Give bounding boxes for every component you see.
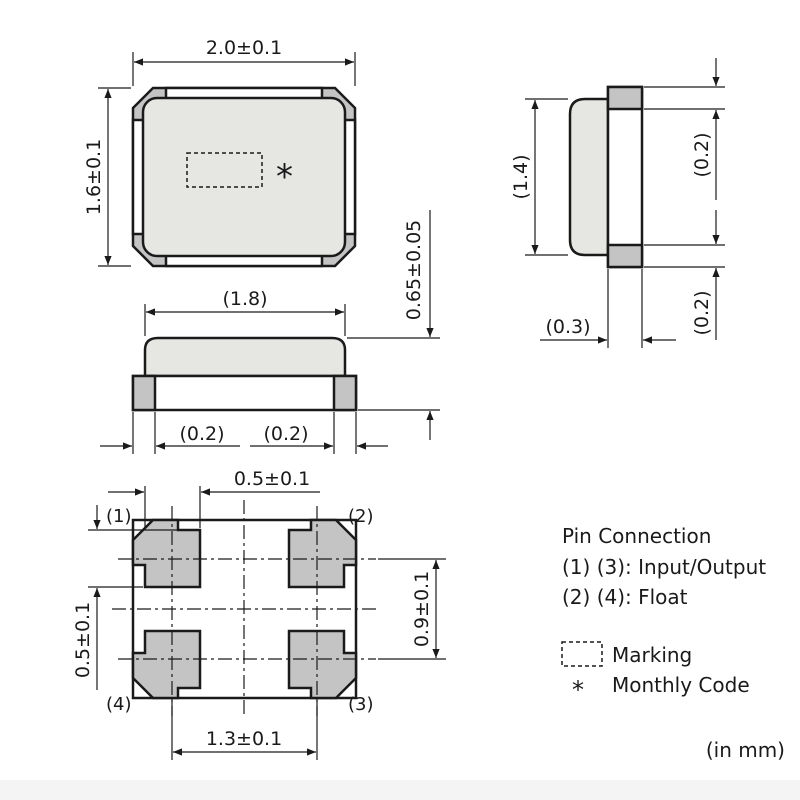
end-top-term-dim: (0.2) <box>691 132 713 177</box>
top-width-dim: 2.0±0.1 <box>206 37 282 59</box>
bottom-view: 0.5±0.1 0.5±0.1 1.3±0.1 0.9±0.1 (1) (2) … <box>72 468 446 760</box>
legend-title: Pin Connection <box>562 524 711 548</box>
top-view: * 2.0±0.1 1.6±0.1 <box>83 37 357 268</box>
end-view: (1.4) (0.2) (0.2) (0.3) <box>510 58 725 348</box>
end-body-dim: (1.4) <box>510 154 532 199</box>
legend-line-2: (2) (4): Float <box>562 585 688 609</box>
legend-marking-box <box>561 641 603 667</box>
side-view-base <box>131 374 358 412</box>
pad-3 <box>287 629 358 700</box>
side-view-lid <box>143 336 347 378</box>
pad-height-dim: 0.5±0.1 <box>72 602 94 678</box>
side-left-term-dim: (0.2) <box>179 423 224 445</box>
side-height-dim: 0.65±0.05 <box>403 220 425 321</box>
legend-monthly-symbol: * <box>572 676 584 704</box>
marking-box <box>186 152 263 188</box>
pin-label-3: (3) <box>348 694 374 715</box>
end-thickness-dim: (0.3) <box>545 316 590 338</box>
side-right-terminal <box>332 374 358 412</box>
top-view-lid <box>141 96 347 258</box>
end-top-terminal <box>606 85 644 111</box>
side-view: (1.8) 0.65±0.05 (0.2) (0.2) <box>100 210 440 454</box>
units-note: (in mm) <box>706 738 785 762</box>
legend: Pin Connection (1) (3): Input/Output (2)… <box>561 524 785 762</box>
end-view-base <box>606 85 644 269</box>
end-bottom-terminal <box>606 243 644 269</box>
pin-label-4: (4) <box>106 694 132 715</box>
legend-monthly: Monthly Code <box>612 673 750 697</box>
pin-label-2: (2) <box>348 506 374 527</box>
pad-width-dim: 0.5±0.1 <box>234 468 310 490</box>
pitch-x-dim: 1.3±0.1 <box>206 728 282 750</box>
side-right-term-dim: (0.2) <box>263 423 308 445</box>
legend-line-1: (1) (3): Input/Output <box>562 555 766 579</box>
end-bottom-term-dim: (0.2) <box>691 290 713 335</box>
pad-2 <box>287 518 358 589</box>
legend-marking: Marking <box>612 643 692 667</box>
monthly-code-symbol: * <box>276 157 293 197</box>
pin-label-1: (1) <box>106 506 132 527</box>
end-view-lid <box>568 97 610 257</box>
pitch-y-dim: 0.9±0.1 <box>411 571 433 647</box>
side-left-terminal <box>131 374 157 412</box>
top-height-dim: 1.6±0.1 <box>83 139 105 215</box>
side-length-dim: (1.8) <box>222 288 267 310</box>
